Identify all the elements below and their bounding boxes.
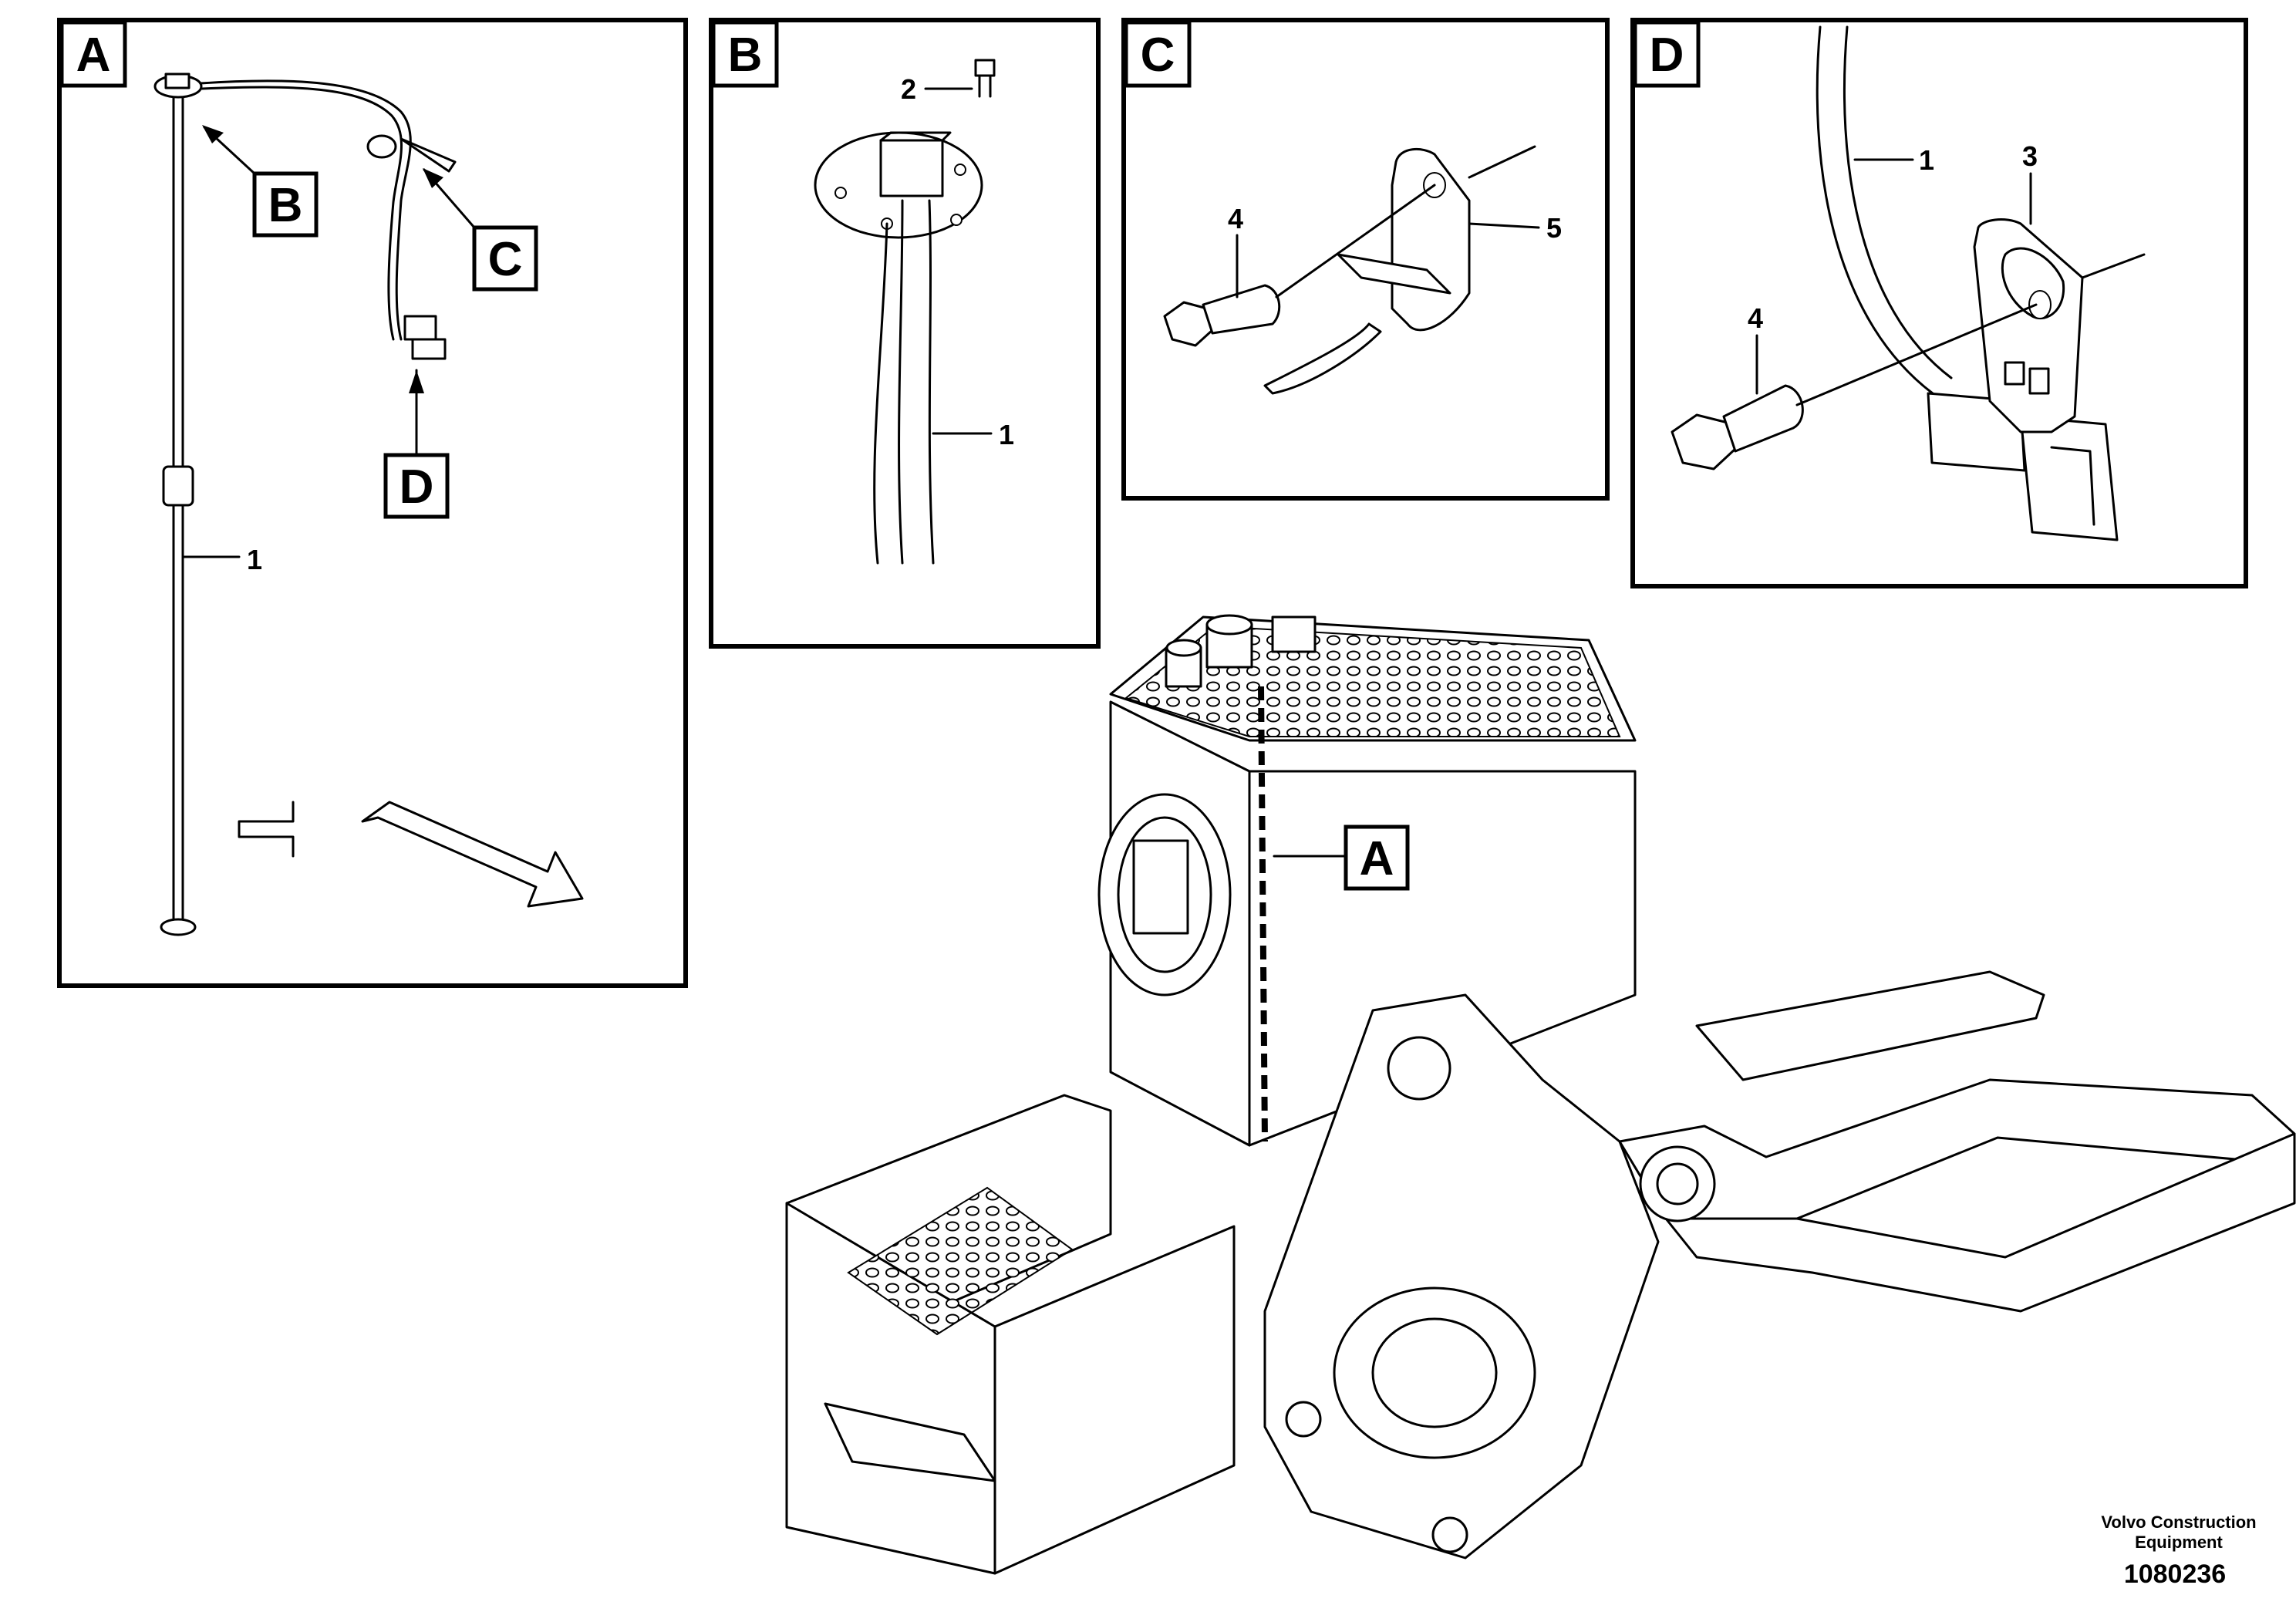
svg-text:4: 4 [1748, 302, 1763, 334]
company-name-line2: Equipment [2135, 1533, 2223, 1552]
part-callout-d-3: 3 [2022, 140, 2038, 225]
part-callout-b-2: 2 [901, 73, 973, 105]
svg-text:1: 1 [1919, 144, 1934, 176]
part-callout-b-1: 1 [932, 419, 1014, 450]
view-arrow [361, 801, 584, 908]
part-callout-d-4: 4 [1748, 302, 1763, 395]
document-number: 1080236 [2124, 1560, 2226, 1589]
detail-panel-b: B 2 1 [709, 18, 1101, 649]
part-callout-c-5: 5 [1468, 212, 1562, 244]
machine-view [785, 614, 2296, 1575]
bracket-d [1973, 218, 2146, 433]
sensor-flange [814, 59, 996, 565]
panel-c-label: C [1141, 29, 1175, 82]
part-callout-d-1: 1 [1853, 144, 1934, 176]
panel-a-label: A [76, 29, 111, 82]
callout-main-a-label: A [1360, 832, 1394, 885]
cable-and-connector [1816, 25, 2119, 541]
svg-text:1: 1 [247, 544, 262, 575]
callout-b: B [202, 125, 319, 238]
callout-c: C [423, 168, 538, 292]
svg-text:5: 5 [1546, 212, 1562, 244]
part-callout-c-4: 4 [1228, 203, 1243, 298]
detail-panel-c: C 4 5 [1121, 18, 1610, 501]
svg-text:2: 2 [901, 73, 916, 105]
detail-panel-a: A B C [57, 18, 688, 988]
bolt-d [1671, 303, 2038, 470]
detail-panel-d: D 1 3 4 [1630, 18, 2248, 588]
callout-b-label: B [268, 179, 303, 232]
callout-d: D [383, 369, 450, 519]
callout-main-a: A [1344, 824, 1410, 891]
callout-c-label: C [488, 233, 523, 286]
company-name-line1: Volvo Construction [2101, 1512, 2256, 1532]
bolt-c [1163, 184, 1436, 347]
level-sensor-rod [153, 73, 457, 936]
svg-text:1: 1 [999, 419, 1014, 450]
panel-b-label: B [728, 29, 763, 82]
part-callout-a-1: 1 [181, 544, 262, 575]
callout-d-label: D [400, 460, 434, 514]
svg-text:4: 4 [1228, 203, 1243, 234]
title-block: Volvo Construction Equipment 1080236 [2101, 1512, 2256, 1589]
svg-text:3: 3 [2022, 140, 2038, 172]
mounting-bracket [1263, 145, 1536, 395]
panel-d-label: D [1650, 29, 1684, 82]
